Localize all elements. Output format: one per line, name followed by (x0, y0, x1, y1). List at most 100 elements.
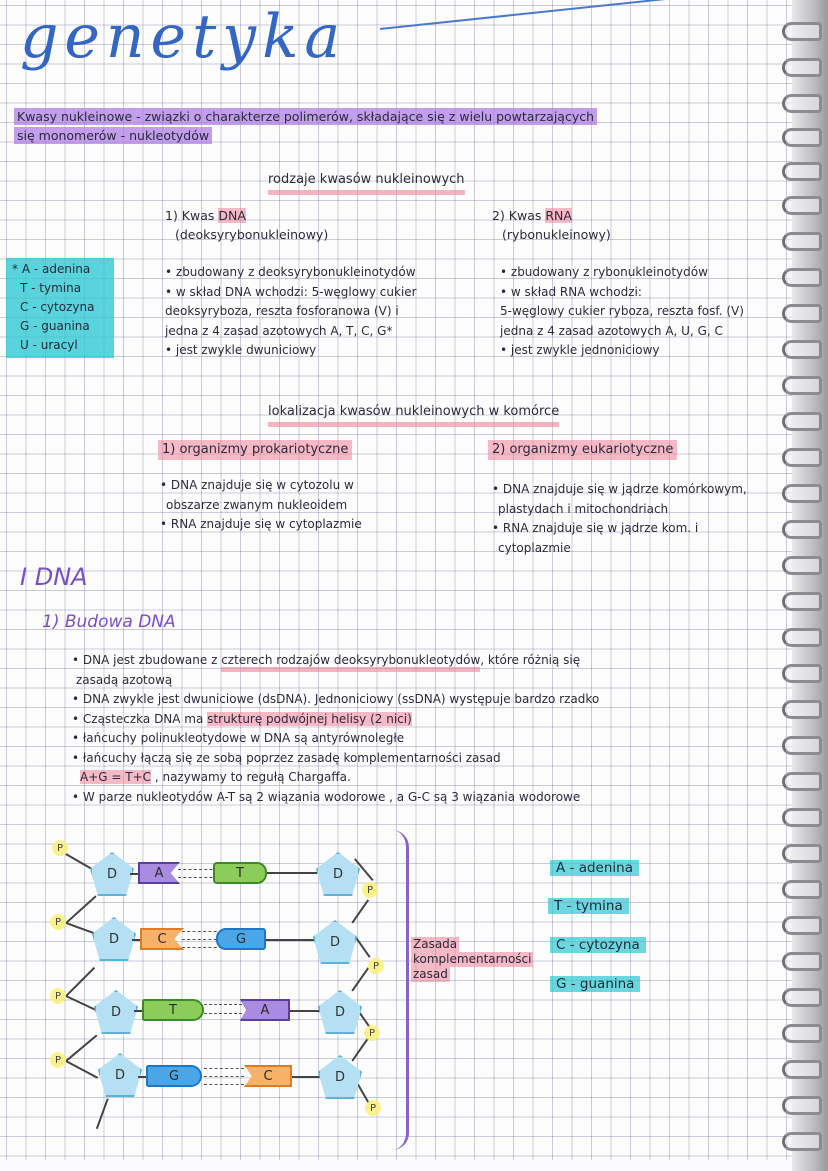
rna-type-title: 2) Kwas RNA (492, 206, 572, 226)
dna-structure-bullet: • Cząsteczka DNA ma strukturę podwójnej … (72, 711, 412, 726)
spiral-ring (782, 844, 822, 863)
deoxyribose-pentagon: D (90, 852, 134, 896)
spiral-ring (782, 952, 822, 971)
notebook-page: genetyka Kwasy nukleinowe - związki o ch… (0, 0, 805, 1160)
complementarity-label: Zasada komplementarności zasad (411, 937, 534, 982)
hydrogen-bond (178, 869, 223, 870)
deoxyribose-pentagon: D (318, 1055, 362, 1099)
prokaryotes-bullet: • DNA znajduje się w cytozolu w (160, 478, 354, 492)
legend-item: * A - adenina (12, 262, 91, 276)
spiral-ring (782, 592, 822, 611)
legend-item: U - uracyl (20, 338, 78, 352)
dna-type-highlight: DNA (218, 208, 246, 223)
backbone-line (65, 895, 97, 924)
spiral-ring (782, 988, 822, 1007)
spiral-ring (782, 1096, 822, 1115)
base-key-item: A - adenina (550, 860, 639, 876)
spiral-ring (782, 376, 822, 395)
prokaryotes-bullets: • DNA znajduje się w cytozolu w obszarze… (160, 476, 362, 535)
base-cytosine: C (140, 928, 184, 950)
rna-bullet: • jest zwykle jednoniciowy (500, 343, 660, 357)
spiral-ring (782, 1132, 822, 1151)
spiral-ring (782, 772, 822, 791)
dna-structure-bullet: • łańcuchy polinukleotydowe w DNA są ant… (72, 731, 405, 745)
dna-section-heading: I DNA (20, 563, 88, 591)
dna-structure-bullet: • W parze nukleotydów A-T są 2 wiązania … (72, 789, 581, 804)
chargaff-rule: A+G = T+C , nazywamy to regułą Chargaffa… (80, 770, 351, 784)
dna-type-title: 1) Kwas DNA (165, 206, 246, 226)
eukaryotes-bullet: • DNA znajduje się w jądrze komórkowym, (492, 482, 747, 496)
spiral-ring (782, 22, 822, 41)
phosphate-dot: P (50, 914, 66, 930)
dna-structure-subheading: 1) Budowa DNA (42, 612, 176, 632)
dna-bullet: • zbudowany z deoksyrybonukleinotydów (165, 265, 416, 279)
deoxyribose-pentagon: D (94, 990, 138, 1034)
phosphate-dot: P (368, 958, 384, 974)
spiral-ring (782, 448, 822, 467)
hydrogen-bond (204, 1013, 242, 1014)
spiral-ring (782, 268, 822, 287)
bond-line (290, 1010, 320, 1012)
base-adenine: A (240, 999, 290, 1021)
dna-bullet: jedna z 4 zasad azotowych A, T, C, G* (165, 323, 393, 338)
dna-structure-bullet: zasadą azotową (76, 672, 173, 687)
base-key-item: C - cytozyna (550, 937, 646, 953)
base-guanine: G (146, 1065, 202, 1087)
backbone-line (65, 1034, 98, 1062)
dna-structure-bullets: • DNA jest zbudowane z czterech rodzajów… (72, 651, 599, 807)
phosphate-dot: P (365, 1100, 381, 1116)
bond-line (292, 1076, 320, 1078)
spiral-ring (782, 880, 822, 899)
spiral-ring (782, 700, 822, 719)
spiral-ring (782, 412, 822, 431)
spiral-ring (782, 916, 822, 935)
base-thymine: T (142, 999, 204, 1021)
eukaryotes-heading: 2) organizmy eukariotyczne (488, 440, 678, 460)
hydrogen-bond (182, 947, 222, 948)
backbone-line (351, 1037, 369, 1062)
spiral-ring (782, 664, 822, 683)
rna-type-highlight: RNA (545, 208, 572, 223)
base-cytosine: C (244, 1065, 292, 1087)
rna-type-subtitle: (rybonukleinowy) (502, 227, 611, 242)
hydrogen-bond (182, 939, 222, 940)
prokaryotes-heading: 1) organizmy prokariotyczne (158, 440, 353, 460)
dna-bullet: deoksyryboza, reszta fosforanowa (V) i (165, 304, 399, 318)
spiral-ring (782, 304, 822, 323)
deoxyribose-pentagon: D (98, 1053, 142, 1097)
legend-item: G - guanina (20, 319, 90, 333)
curly-brace (392, 830, 409, 1150)
bond-line (138, 1076, 148, 1078)
eukaryotes-bullets: • DNA znajduje się w jądrze komórkowym, … (492, 480, 747, 558)
spiral-ring (782, 128, 822, 147)
hydrogen-bond (204, 1004, 242, 1005)
spiral-ring (782, 520, 822, 539)
bond-line (130, 873, 140, 875)
base-thymine: T (213, 862, 267, 884)
spiral-ring (782, 58, 822, 77)
spiral-ring (782, 736, 822, 755)
dna-bullet: • w skład DNA wchodzi: 5-węglowy cukier (165, 284, 417, 299)
backbone-line (65, 966, 95, 997)
dna-structure-bullet: • DNA zwykle jest dwuniciowe (dsDNA). Je… (72, 692, 600, 706)
dna-structure-bullet: • łańcuchy łączą się ze sobą poprzez zas… (72, 750, 501, 765)
spiral-ring (782, 162, 822, 181)
hydrogen-bond (204, 1084, 244, 1085)
deoxyribose-pentagon: D (318, 990, 362, 1034)
spiral-ring (782, 484, 822, 503)
rna-bullet: 5-węglowy cukier ryboza, reszta fosf. (V… (500, 304, 744, 318)
backbone-line (65, 922, 95, 934)
intro-definition: Kwasy nukleinowe - związki o charakterze… (14, 107, 774, 145)
prokaryotes-bullet: obszarze zwanym nukleoidem (166, 497, 348, 512)
eukaryotes-bullet: • RNA znajduje się w jądrze kom. i (492, 521, 699, 535)
phosphate-dot: P (362, 882, 378, 898)
backbone-line (65, 1060, 99, 1079)
backbone-line (351, 967, 369, 992)
spiral-ring (782, 1024, 822, 1043)
dna-type-label: 1) Kwas (165, 208, 219, 223)
legend-item: T - tymina (20, 281, 82, 295)
phosphate-dot: P (52, 840, 68, 856)
dna-type-subtitle: (deoksyrybonukleinowy) (175, 227, 329, 242)
prokaryotes-bullet: • RNA znajduje się w cytoplazmie (160, 517, 362, 531)
types-heading: rodzaje kwasów nukleinowych (268, 170, 465, 195)
